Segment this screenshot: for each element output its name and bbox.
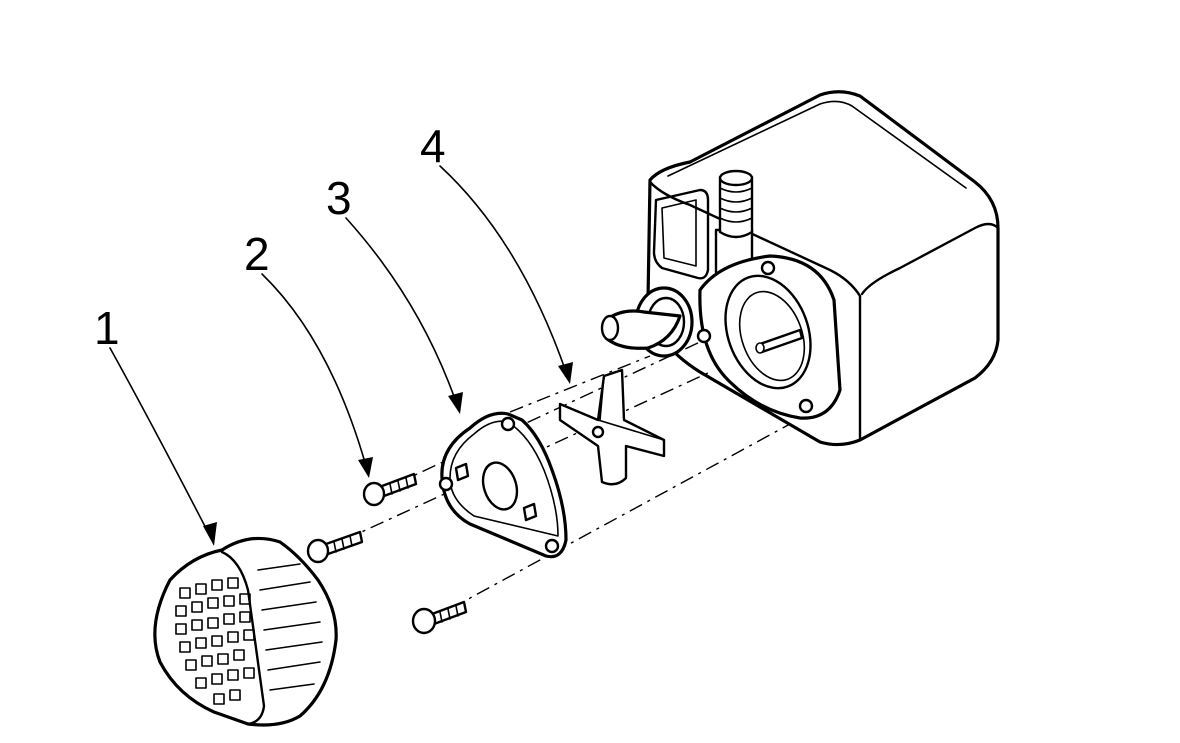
callout-number-2: 2 xyxy=(244,228,270,280)
screw-middle xyxy=(306,530,364,564)
leader-line-4 xyxy=(439,165,573,384)
leader-line-3 xyxy=(345,217,463,414)
screw-upper xyxy=(362,472,418,507)
impeller xyxy=(558,368,666,486)
callout-number-4: 4 xyxy=(420,120,446,172)
screw-lower xyxy=(411,600,468,635)
intake-screen xyxy=(153,536,338,727)
callout-number-1: 1 xyxy=(94,302,120,354)
leader-line-1 xyxy=(109,347,217,546)
pump-front-face xyxy=(696,254,842,420)
leader-line-2 xyxy=(261,273,373,478)
callout-number-3: 3 xyxy=(326,172,352,224)
inlet-tube xyxy=(600,286,694,358)
front-plate xyxy=(438,411,568,559)
screen-grid xyxy=(175,577,255,705)
